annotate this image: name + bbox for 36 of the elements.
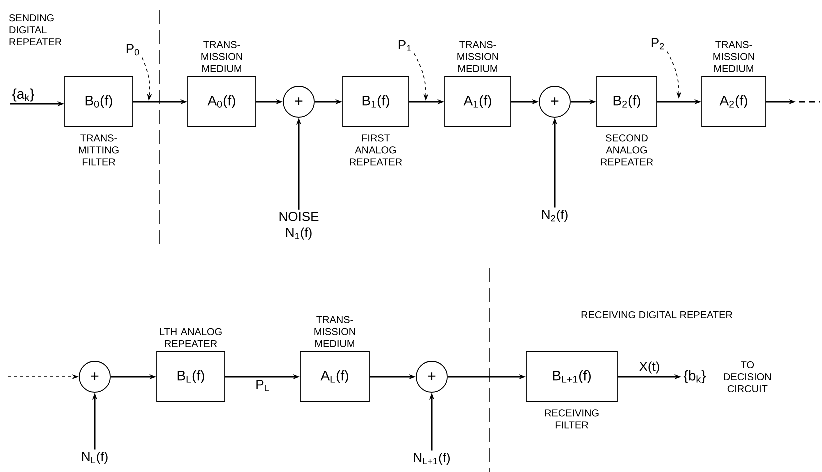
- filter-box: B$_{L+1}$(f): [526, 352, 618, 402]
- edge-label: P$_{L}$: [254, 379, 271, 392]
- filter-box: B$_{2}$(f): [596, 76, 658, 128]
- signal-label: P$_{2}$: [652, 38, 664, 50]
- filter-box: B$_{L}$(f): [156, 352, 226, 402]
- box-caption: TRANS- MISSION MEDIUM: [714, 41, 754, 72]
- section-label: SENDING DIGITAL REPEATER: [9, 14, 62, 46]
- filter-box: B$_{1}$(f): [342, 76, 410, 128]
- filter-box: A$_{0}$(f): [188, 76, 256, 128]
- box-caption: TRANS- MITTING FILTER: [79, 134, 119, 166]
- box-caption: TRANS- MISSION MEDIUM: [314, 316, 356, 348]
- box-caption: TRANS- MISSION MEDIUM: [202, 41, 242, 72]
- summing-junction: +: [539, 86, 571, 118]
- box-caption: FIRST ANALOG REPEATER: [350, 134, 402, 166]
- section-label: RECEIVING DIGITAL REPEATER: [582, 311, 732, 319]
- signal-label: NOISE N$_{1}$(f): [280, 212, 319, 240]
- box-caption: LTH ANALOG REPEATER: [160, 328, 222, 348]
- summing-junction: +: [283, 86, 315, 118]
- filter-box: A$_{2}$(f): [702, 76, 766, 128]
- signal-label: N$_{L}$(f): [82, 452, 108, 464]
- signal-label: P$_{0}$: [126, 44, 140, 56]
- box-caption: RECEIVING FILTER: [545, 410, 599, 429]
- filter-box: A$_{1}$(f): [444, 76, 512, 128]
- filter-box: B$_{0}$(f): [64, 76, 134, 128]
- signal-label: N$_{2}$(f): [542, 210, 568, 222]
- signal-label: N$_{L+1}$(f): [414, 452, 450, 466]
- box-caption: SECOND ANALOG REPEATER: [601, 134, 654, 166]
- edge-label: X(t): [638, 360, 662, 375]
- summing-junction: +: [79, 361, 111, 393]
- filter-box: A$_{L}$(f): [300, 352, 370, 402]
- signal-label: {b$_{k}$}: [684, 370, 706, 384]
- box-caption: TO DECISION CIRCUIT: [724, 361, 772, 393]
- signal-label: P$_{1}$: [398, 40, 412, 52]
- summing-junction: +: [416, 361, 448, 393]
- signal-label: {a$_{k}$}: [12, 88, 34, 102]
- box-caption: TRANS- MISSION MEDIUM: [458, 41, 498, 72]
